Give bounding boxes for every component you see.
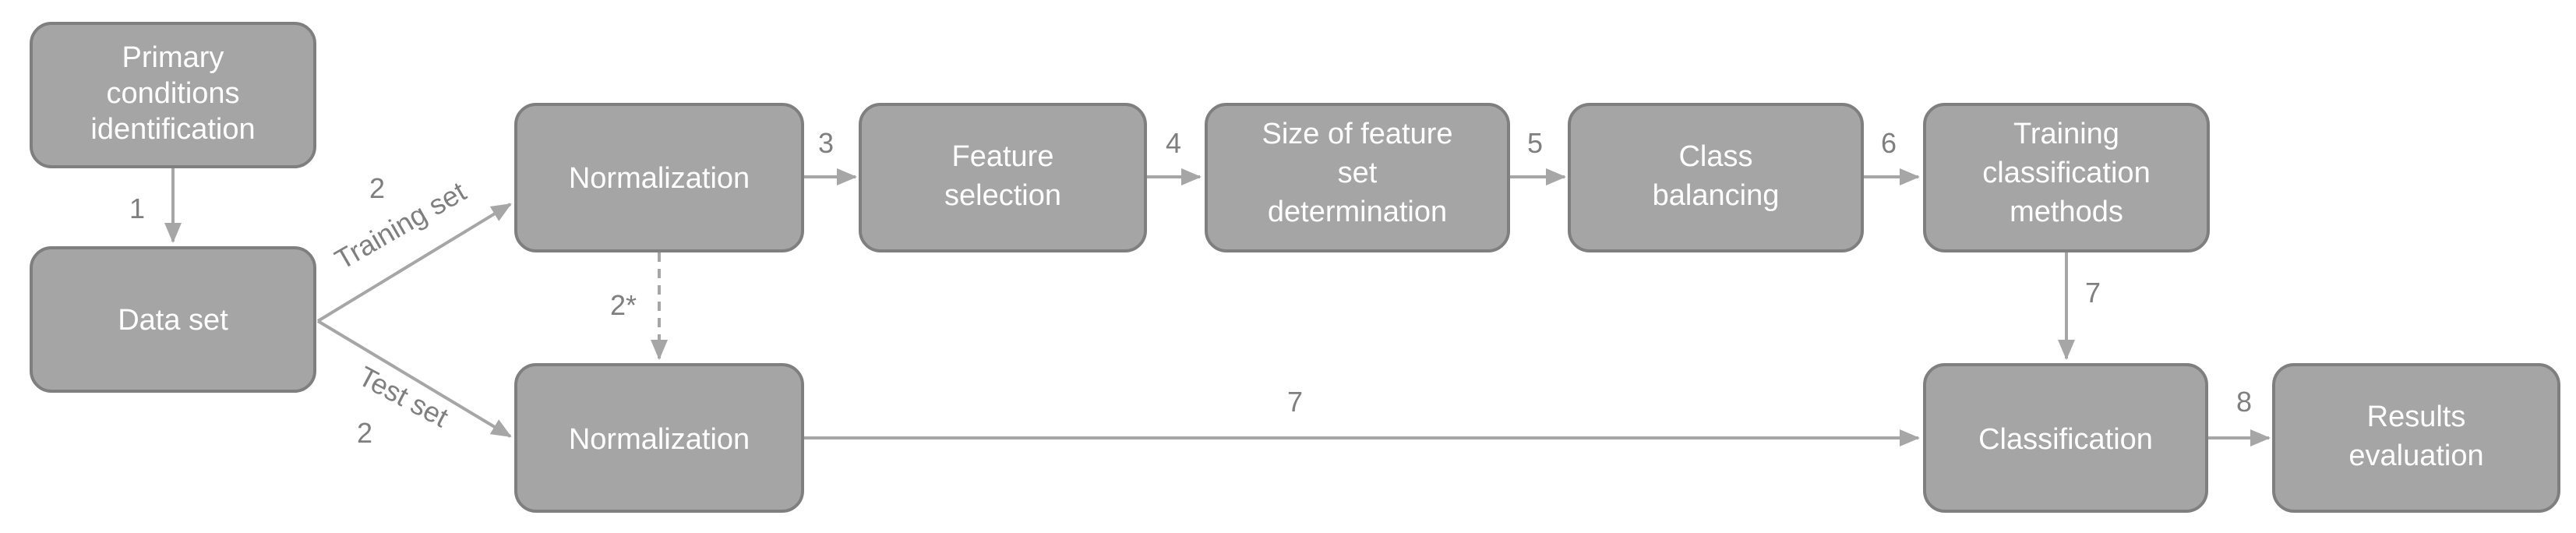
- caption-training-set: Training set: [330, 175, 471, 276]
- node-classification-line-1: Classification: [1978, 423, 2153, 456]
- node-class-bal-line-2: balancing: [1653, 179, 1780, 212]
- node-size-line-2: set: [1338, 157, 1378, 189]
- svg-text:Normalization: Normalization: [569, 162, 750, 195]
- node-classification: Classification: [1923, 363, 2208, 513]
- node-norm-train-line-1: Normalization: [569, 162, 750, 195]
- svg-text:Data set: Data set: [118, 304, 228, 337]
- label-edge-1: 1: [129, 192, 145, 224]
- node-dataset-line-1: Data set: [118, 304, 228, 337]
- label-edge-4: 4: [1166, 127, 1181, 159]
- node-norm-test-line-1: Normalization: [569, 423, 750, 456]
- node-training-line-1: Training: [2013, 118, 2119, 150]
- node-size-line-3: determination: [1268, 196, 1447, 228]
- label-edge-7-horizontal: 7: [1287, 386, 1303, 418]
- label-edge-5: 5: [1527, 127, 1543, 159]
- label-edge-3: 3: [818, 127, 834, 159]
- node-data-set: Data set: [30, 246, 316, 393]
- edges: [164, 168, 2271, 447]
- node-normalization-train: Normalization: [514, 103, 804, 252]
- node-class-bal-line-1: Class: [1678, 140, 1752, 173]
- node-training-methods: Training classification methods: [1923, 103, 2210, 252]
- label-edge-2-test: 2: [357, 417, 372, 449]
- node-primary-line-3: identification: [90, 113, 255, 146]
- node-results-line-1: Results: [2367, 401, 2466, 433]
- node-feature-selection: Feature selection: [859, 103, 1147, 252]
- node-training-line-2: classification: [1982, 157, 2150, 189]
- node-results-evaluation: Results evaluation: [2272, 363, 2560, 513]
- node-size-line-1: Size of feature: [1262, 118, 1452, 150]
- node-size-feature-set: Size of feature set determination: [1205, 103, 1510, 252]
- edge-2-training-set: [316, 203, 512, 323]
- label-edge-6: 6: [1881, 127, 1897, 159]
- node-primary-line-2: conditions: [106, 77, 239, 110]
- svg-text:Normalization: Normalization: [569, 423, 750, 456]
- edge-2-test-set: [316, 319, 512, 438]
- svg-text:Classification: Classification: [1978, 423, 2153, 456]
- node-feature-line-2: selection: [944, 179, 1061, 212]
- node-normalization-test: Normalization: [514, 363, 804, 513]
- node-class-balancing: Class balancing: [1568, 103, 1864, 252]
- label-edge-8: 8: [2236, 386, 2252, 418]
- node-primary-line-1: Primary: [122, 41, 224, 74]
- label-edge-2-training: 2: [369, 172, 385, 204]
- node-training-line-3: methods: [2010, 196, 2123, 228]
- label-edge-7-vertical: 7: [2085, 277, 2101, 309]
- node-feature-line-1: Feature: [952, 140, 1054, 173]
- label-edge-2star: 2*: [610, 289, 637, 321]
- node-results-line-2: evaluation: [2348, 439, 2483, 472]
